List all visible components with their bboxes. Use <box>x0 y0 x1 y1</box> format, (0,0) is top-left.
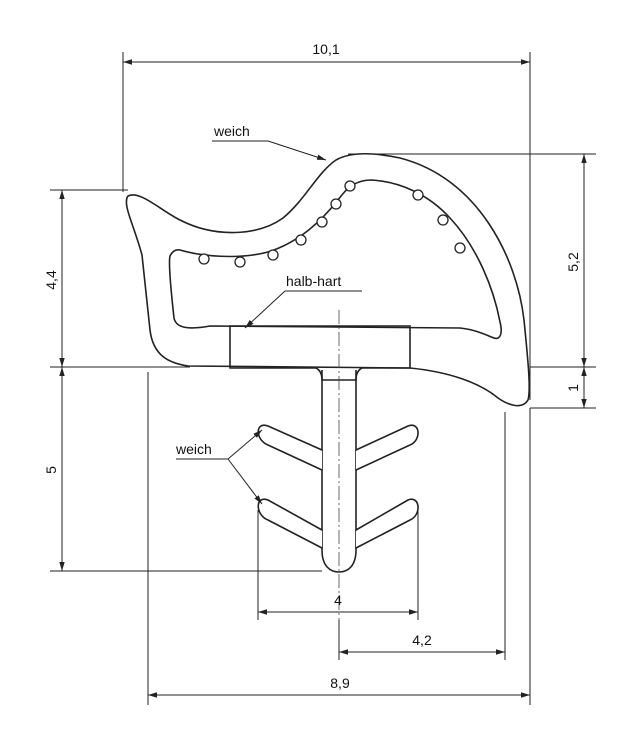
dim-left-lower-height-label: 5 <box>43 466 59 474</box>
upper-soft-section <box>125 152 530 407</box>
material-upper-label: weich <box>213 123 250 139</box>
dim-right-height-label: 5,2 <box>565 252 581 272</box>
dim-bottom-width-label: 8,9 <box>330 675 350 691</box>
dimension-lines <box>50 52 596 705</box>
middle-semi-hard-section <box>229 325 411 381</box>
inner-bumps <box>198 180 466 268</box>
dim-fin-width-label: 4 <box>334 592 342 608</box>
material-middle-label: halb-hart <box>286 273 341 289</box>
material-fins-label: weich <box>175 441 212 457</box>
dim-right-small-label: 1 <box>565 384 581 392</box>
dim-half-width-label: 4,2 <box>412 632 432 648</box>
stem-section <box>321 370 357 573</box>
fins <box>257 424 419 549</box>
leader-lines <box>176 140 362 505</box>
dim-top-width-label: 10,1 <box>312 41 339 57</box>
dim-left-height-label: 4,4 <box>43 270 59 290</box>
